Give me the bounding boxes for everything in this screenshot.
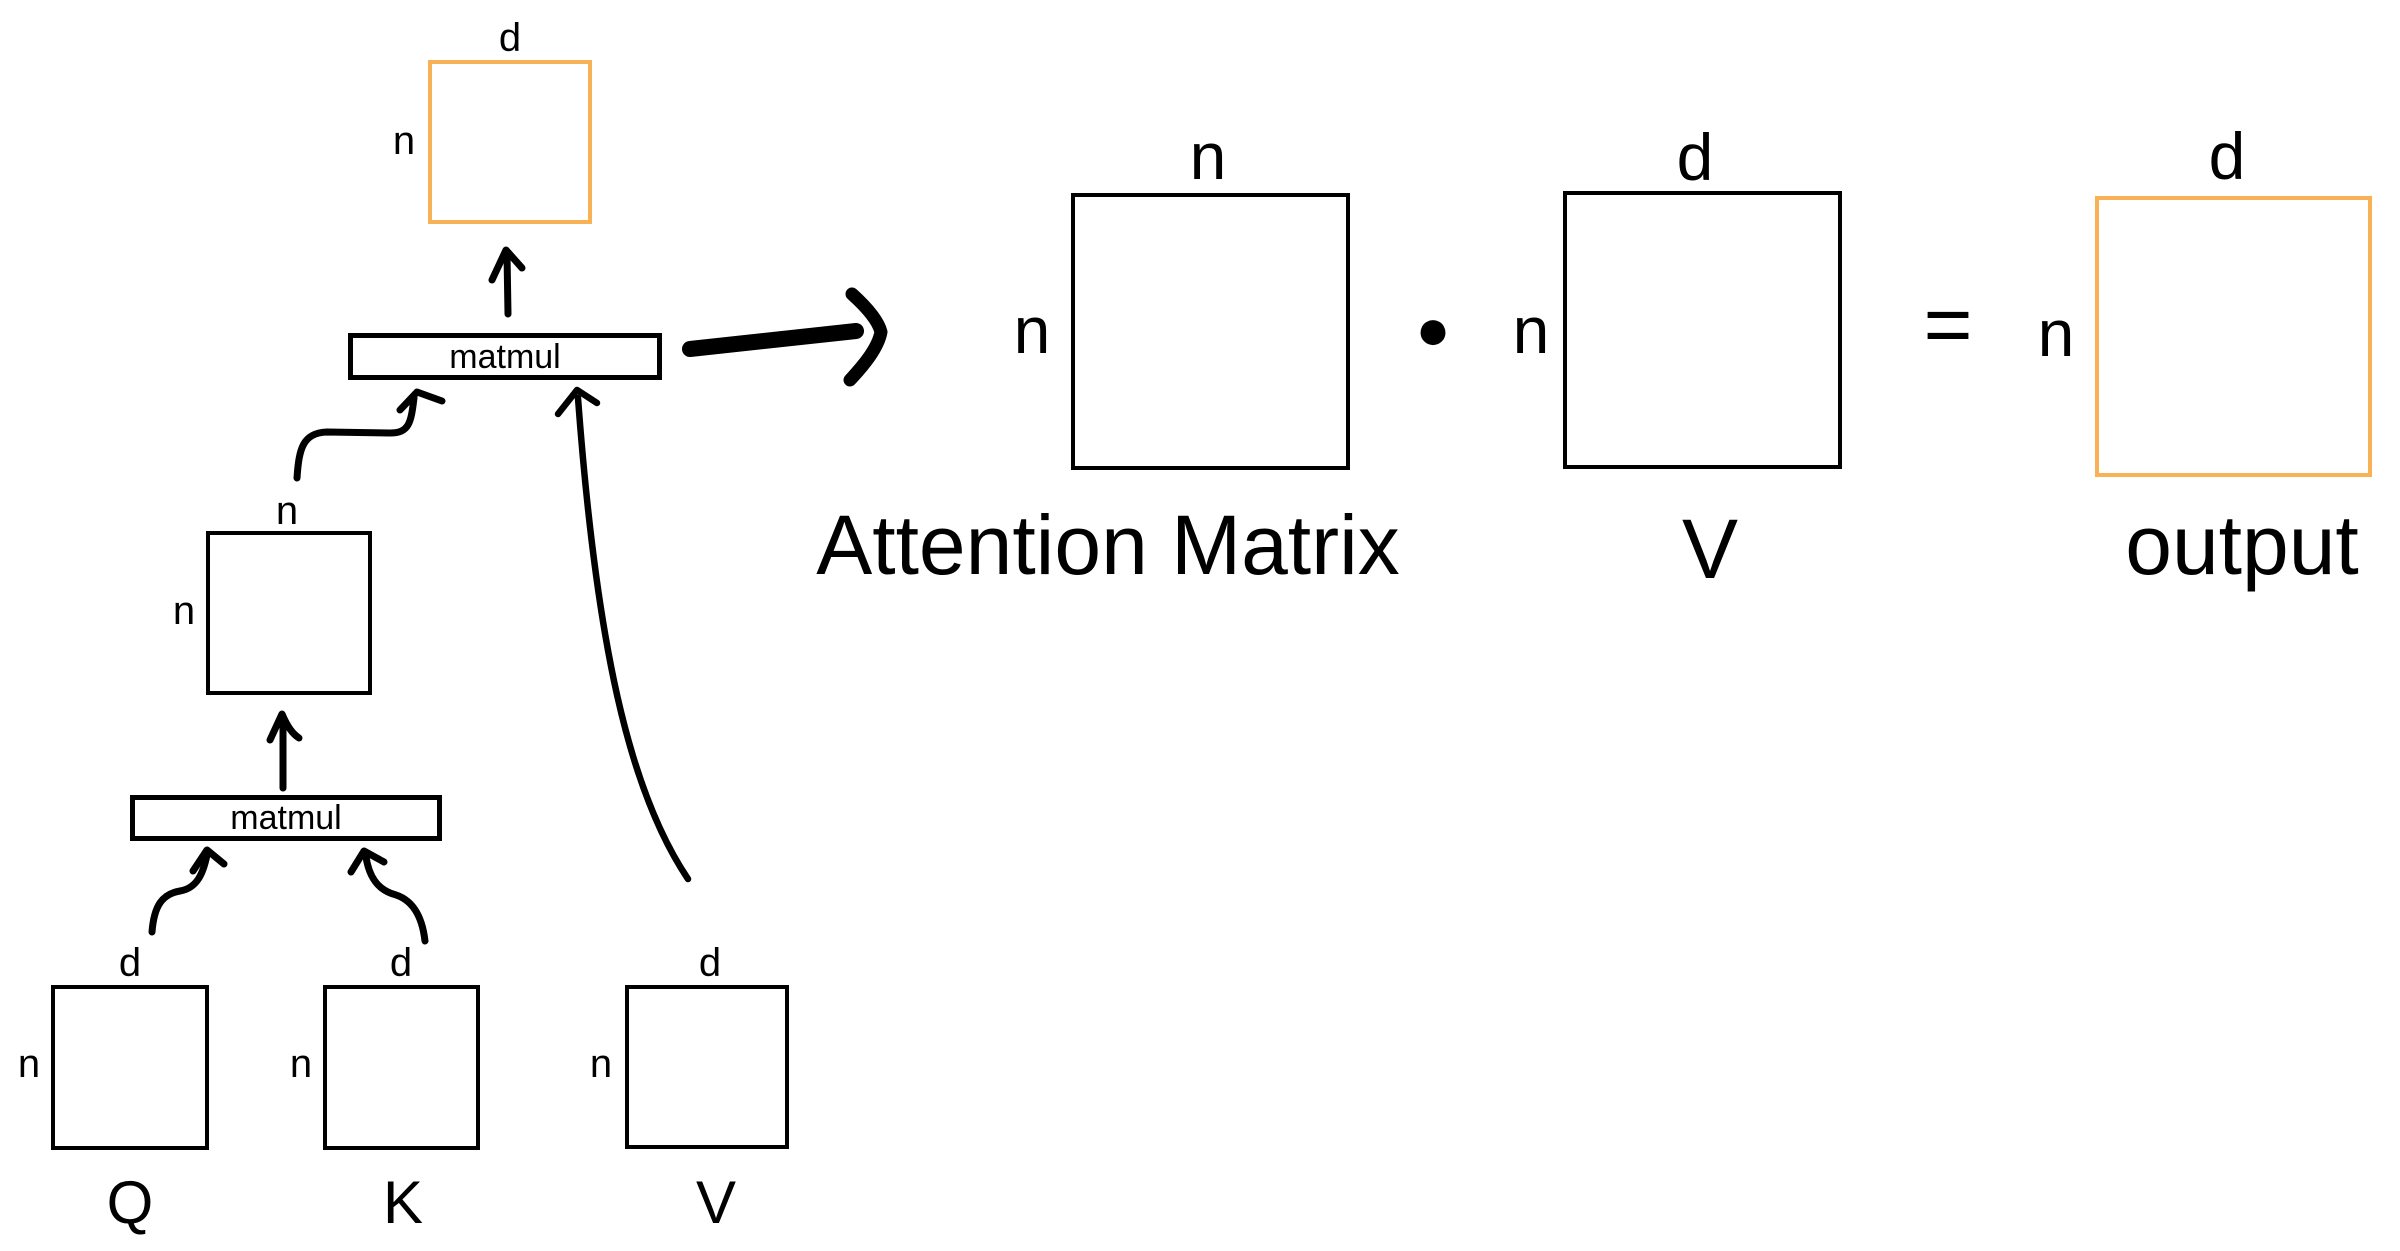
k-matrix-square bbox=[323, 985, 480, 1150]
k-matrix-name: K bbox=[382, 1169, 424, 1236]
q-matrix-side-dim: n bbox=[17, 1042, 41, 1086]
dot-operator: ● bbox=[1415, 297, 1451, 362]
score-matrix-top-dim: n bbox=[275, 489, 299, 533]
v-matrix-square bbox=[625, 985, 789, 1149]
output-matrix-side-dim: n bbox=[2037, 296, 2075, 370]
arrow-k-to-matmul-icon bbox=[347, 847, 429, 945]
v-matrix-top-dim: d bbox=[698, 941, 722, 985]
q-matrix-square bbox=[51, 985, 209, 1150]
q-matrix-name: Q bbox=[106, 1169, 154, 1236]
k-matrix-top-dim: d bbox=[389, 941, 413, 985]
v-right-matrix-square bbox=[1563, 191, 1842, 469]
v-matrix-side-dim: n bbox=[589, 1042, 613, 1086]
output-matrix-top-dim: d bbox=[2208, 119, 2246, 193]
q-matrix-top-dim: d bbox=[118, 941, 142, 985]
result-matrix-top-dim: d bbox=[498, 16, 522, 60]
equals-sign: = bbox=[1923, 277, 1973, 371]
arrow-matmul-to-result-icon bbox=[488, 246, 526, 318]
output-matrix-square bbox=[2095, 196, 2372, 477]
v-right-matrix-top-dim: d bbox=[1676, 120, 1714, 194]
attention-matrix-caption: Attention Matrix bbox=[816, 498, 1400, 592]
attention-matrix-side-dim: n bbox=[1013, 293, 1051, 367]
result-matrix-side-dim: n bbox=[392, 119, 416, 163]
matmul-top-box: matmul bbox=[348, 333, 662, 380]
arrow-matmul-to-score-icon bbox=[266, 710, 303, 792]
score-matrix-side-dim: n bbox=[172, 589, 196, 633]
arrow-graph-to-equation-icon bbox=[682, 287, 888, 387]
score-matrix-square bbox=[206, 531, 372, 695]
matmul-top-label: matmul bbox=[449, 337, 561, 376]
k-matrix-side-dim: n bbox=[289, 1042, 313, 1086]
attention-matrix-top-dim: n bbox=[1189, 119, 1227, 193]
arrow-q-to-matmul-icon bbox=[148, 846, 228, 936]
output-matrix-caption: output bbox=[2125, 498, 2359, 592]
arrow-score-to-matmul-icon bbox=[293, 388, 446, 482]
v-right-matrix-side-dim: n bbox=[1512, 293, 1550, 367]
v-matrix-name: V bbox=[695, 1169, 737, 1236]
result-matrix-square bbox=[428, 60, 592, 224]
matmul-bottom-label: matmul bbox=[230, 799, 342, 837]
matmul-bottom-box: matmul bbox=[130, 795, 442, 841]
v-right-matrix-caption: V bbox=[1681, 502, 1739, 596]
arrow-v-to-matmul-icon bbox=[554, 386, 692, 883]
attention-matrix-square bbox=[1071, 193, 1350, 470]
